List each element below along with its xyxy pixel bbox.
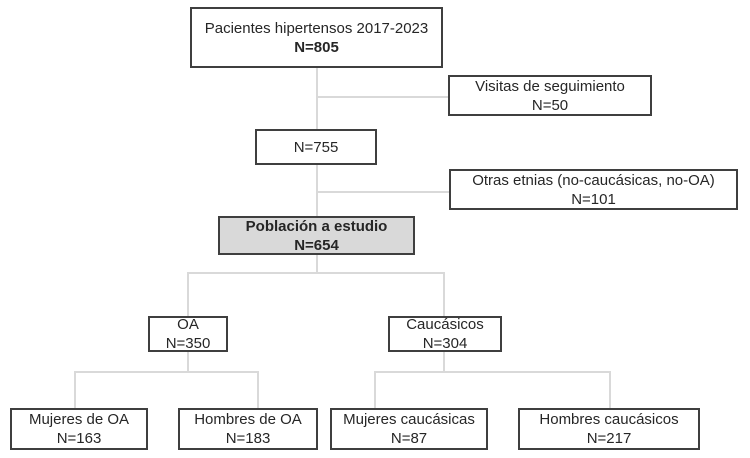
box-pacientes-hipertensos: Pacientes hipertensos 2017-2023 N=805	[190, 7, 443, 68]
box-hombres-caucasicos-label: Hombres caucásicos	[539, 411, 679, 428]
connector-branch-otras-etnias	[317, 191, 449, 193]
box-caucasicos-label: Caucásicos	[406, 316, 484, 333]
box-hombres-caucasicos: Hombres caucásicos N=217	[518, 408, 700, 450]
connector-branch-visitas	[317, 96, 448, 98]
box-mujeres-caucasicas: Mujeres caucásicas N=87	[330, 408, 488, 450]
box-otras-etnias: Otras etnias (no-caucásicas, no-OA) N=10…	[449, 169, 738, 210]
box-visitas-count: N=50	[531, 96, 569, 114]
box-poblacion-estudio: Población a estudio N=654	[218, 216, 415, 255]
box-pacientes-count: N=805	[294, 38, 339, 56]
box-hombres-caucasicos-count: N=217	[586, 430, 632, 447]
connector-caucasicos-down	[443, 352, 445, 373]
connector-down-to-mujeres-cauc	[374, 371, 376, 408]
box-n755-count: N=755	[293, 138, 339, 156]
box-visitas-seguimiento: Visitas de seguimiento N=50	[448, 75, 652, 116]
box-poblacion-label: Población a estudio	[245, 217, 388, 235]
box-hombres-oa: Hombres de OA N=183	[178, 408, 318, 450]
connector-down-to-oa	[187, 272, 189, 316]
box-oa-label: OA	[177, 316, 199, 333]
connector-top-to-n755	[316, 68, 318, 130]
connector-split-oa-caucasicos	[187, 272, 445, 274]
box-otras-etnias-count: N=101	[571, 190, 616, 208]
box-caucasicos-count: N=304	[422, 335, 468, 352]
box-pacientes-label: Pacientes hipertensos 2017-2023	[204, 19, 429, 37]
box-poblacion-count: N=654	[294, 236, 339, 254]
connector-down-to-caucasicos	[443, 272, 445, 316]
box-n755: N=755	[255, 129, 377, 165]
box-caucasicos: Caucásicos N=304	[388, 316, 502, 352]
box-oa: OA N=350	[148, 316, 228, 352]
box-oa-count: N=350	[165, 335, 211, 352]
connector-down-to-hombres-cauc	[609, 371, 611, 408]
connector-down-to-mujeres-oa	[74, 371, 76, 408]
box-mujeres-caucasicas-label: Mujeres caucásicas	[343, 411, 475, 428]
box-mujeres-caucasicas-count: N=87	[390, 430, 428, 447]
box-hombres-oa-count: N=183	[225, 430, 271, 447]
box-hombres-oa-label: Hombres de OA	[194, 411, 302, 428]
box-visitas-label: Visitas de seguimiento	[475, 77, 625, 95]
connector-down-to-hombres-oa	[257, 371, 259, 408]
box-mujeres-oa: Mujeres de OA N=163	[10, 408, 148, 450]
connector-poblacion-down	[316, 255, 318, 274]
connector-oa-down	[187, 352, 189, 373]
connector-split-caucasicos-sexo	[374, 371, 611, 373]
box-otras-etnias-label: Otras etnias (no-caucásicas, no-OA)	[472, 171, 715, 189]
box-mujeres-oa-label: Mujeres de OA	[28, 411, 130, 428]
box-mujeres-oa-count: N=163	[56, 430, 102, 447]
connector-split-oa-sexo	[74, 371, 259, 373]
